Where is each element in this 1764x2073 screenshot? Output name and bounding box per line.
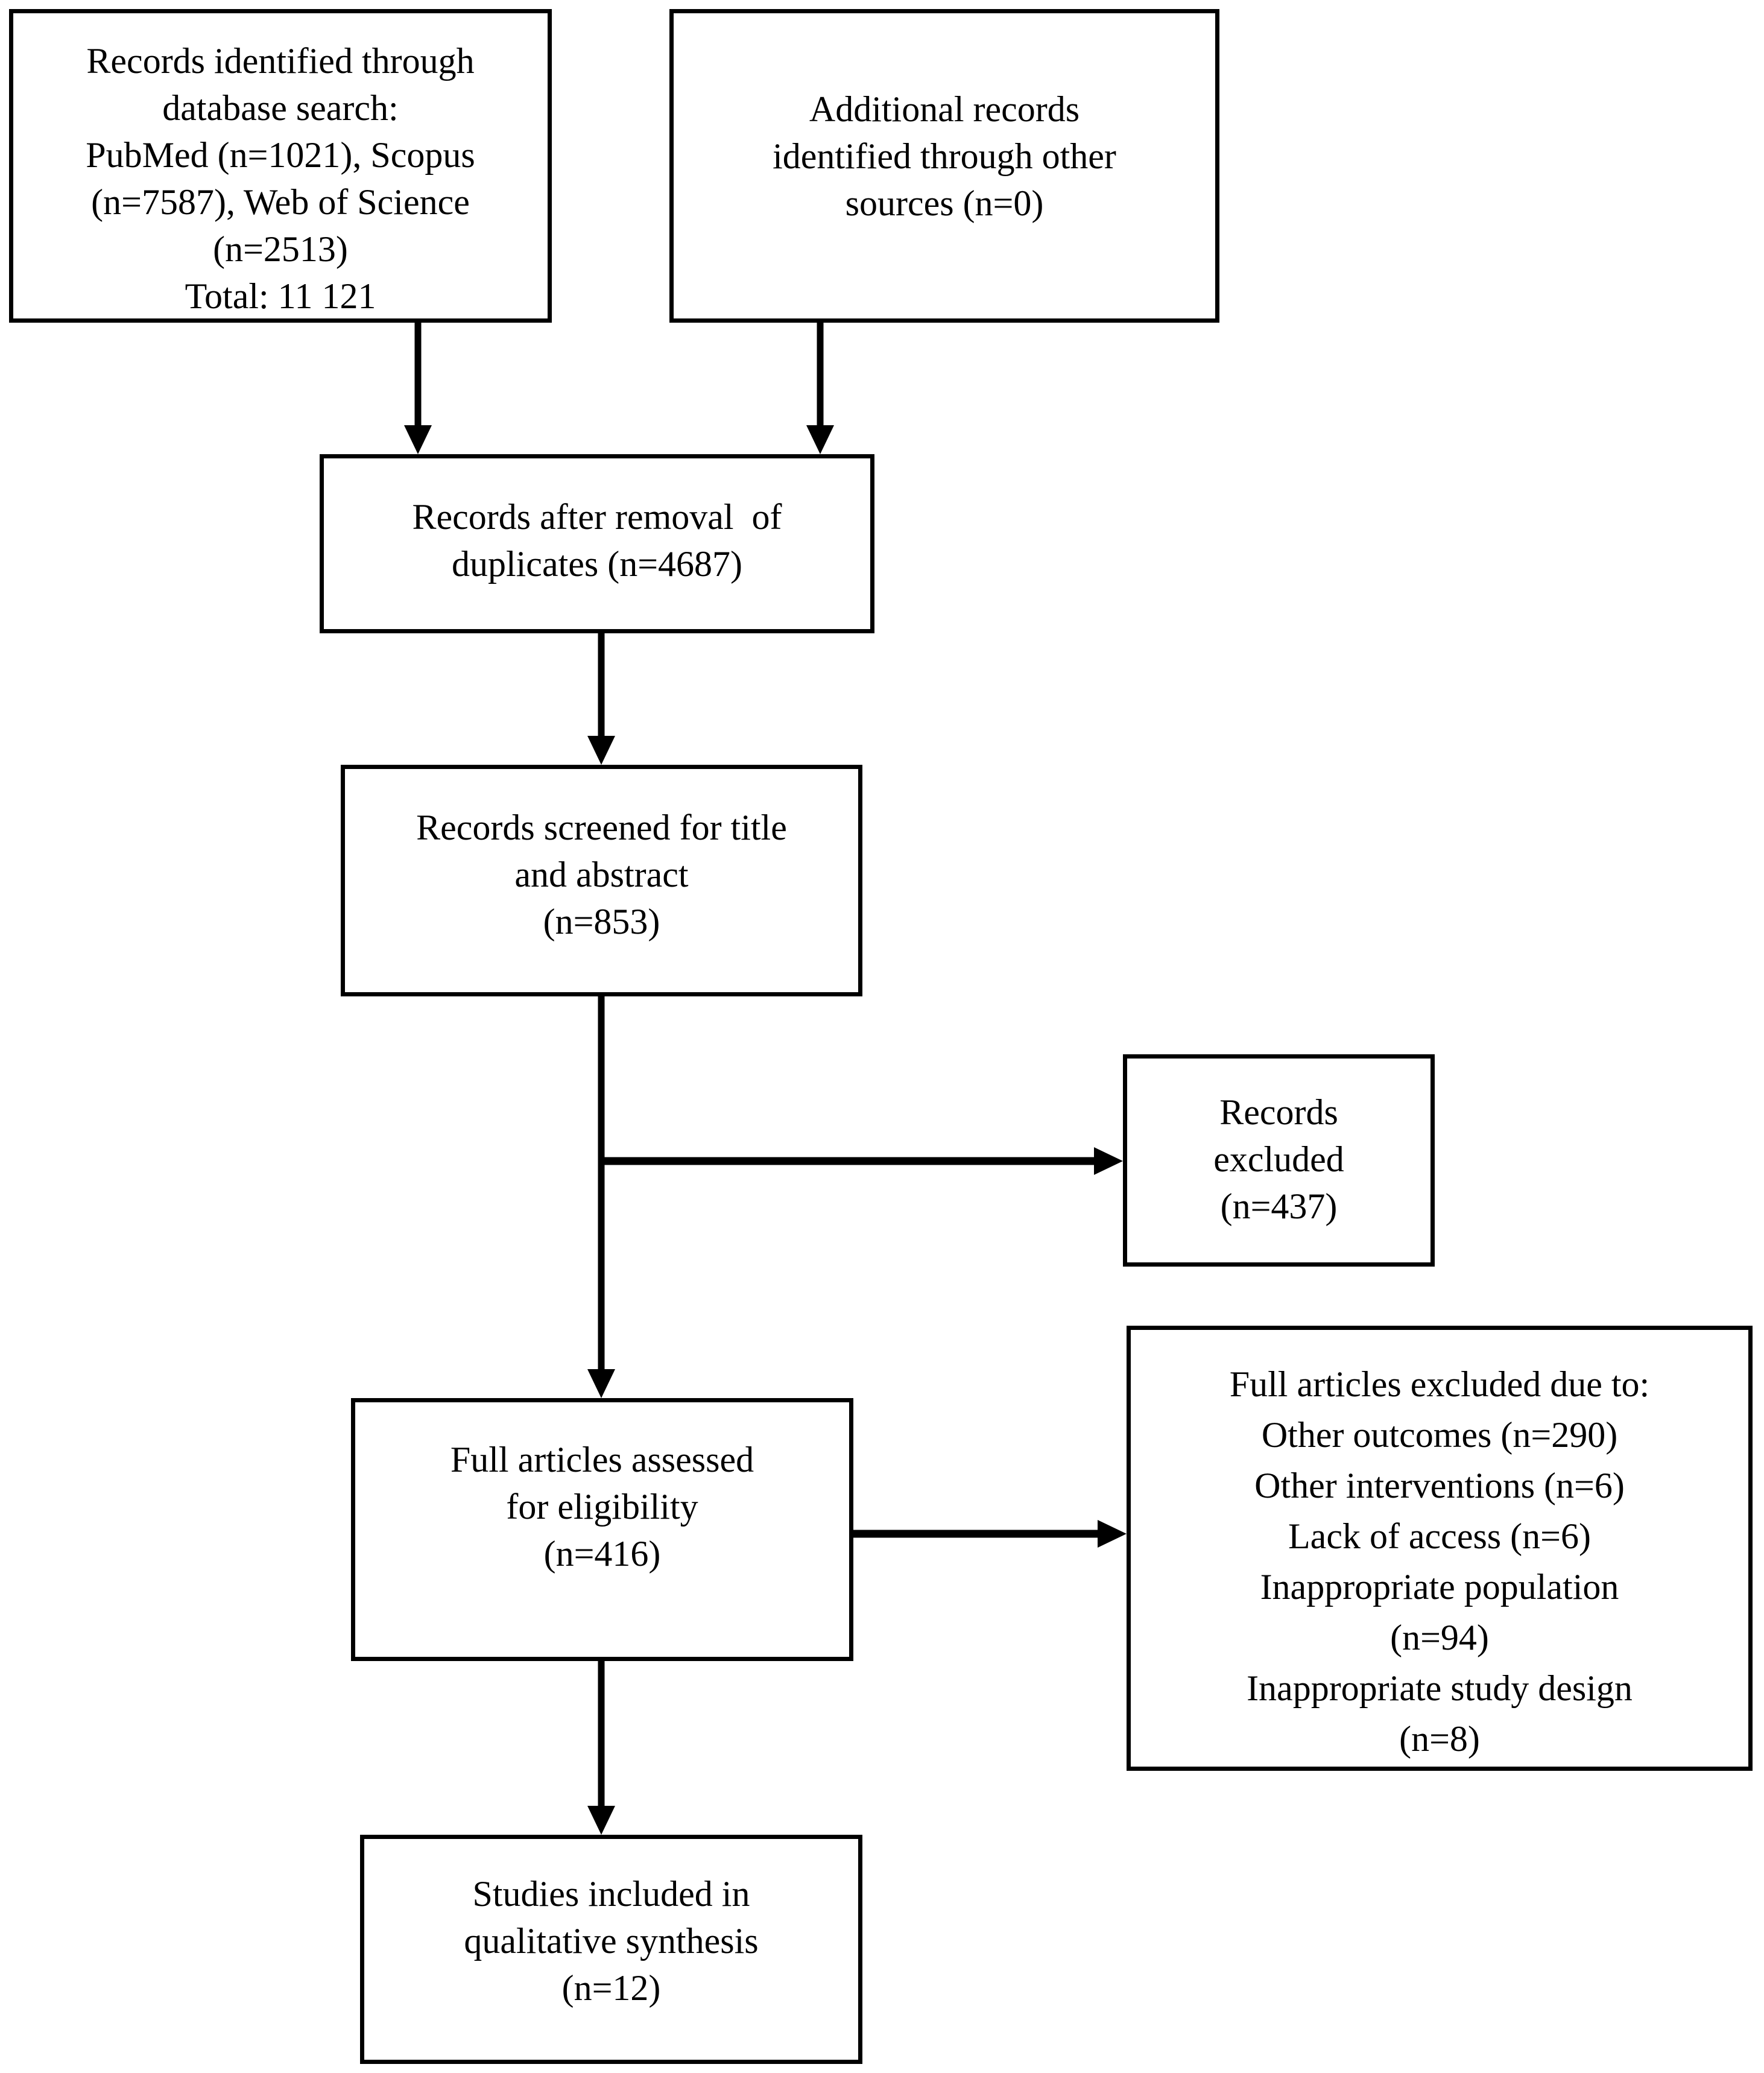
box-records-identified: Records identified through database sear… — [9, 9, 552, 323]
arrow-fulltext-to-ft-excluded — [852, 1520, 1127, 1548]
box-additional-records: Additional records identified through ot… — [669, 9, 1219, 323]
box-studies-included-text: Studies included in qualitative synthesi… — [464, 1874, 759, 2008]
box-records-screened-text: Records screened for title and abstract … — [416, 808, 787, 942]
box-full-articles-assessed-text: Full articles assessed for eligibility (… — [450, 1440, 754, 1574]
arrow-branch-to-records-excluded — [601, 1147, 1123, 1175]
arrow-fulltext-to-included — [587, 1659, 615, 1835]
box-duplicates-removed-text: Records after removal of duplicates (n=4… — [412, 497, 782, 584]
box-full-articles-excluded-text: Full articles excluded due to: Other out… — [1229, 1364, 1650, 1759]
box-records-excluded-text: Records excluded (n=437) — [1213, 1092, 1344, 1226]
box-records-screened: Records screened for title and abstract … — [341, 765, 862, 996]
arrow-identification-to-duplicates — [404, 320, 432, 454]
box-additional-records-text: Additional records identified through ot… — [773, 89, 1116, 223]
arrow-screened-to-fulltext — [587, 994, 615, 1398]
arrow-other-sources-to-duplicates — [806, 320, 834, 454]
box-studies-included: Studies included in qualitative synthesi… — [360, 1835, 862, 2064]
box-duplicates-removed: Records after removal of duplicates (n=4… — [320, 454, 874, 633]
box-records-excluded: Records excluded (n=437) — [1123, 1054, 1435, 1267]
arrow-duplicates-to-screened — [587, 630, 615, 765]
box-full-articles-assessed: Full articles assessed for eligibility (… — [351, 1398, 853, 1661]
box-full-articles-excluded: Full articles excluded due to: Other out… — [1127, 1326, 1753, 1771]
box-records-identified-text: Records identified through database sear… — [86, 41, 475, 316]
